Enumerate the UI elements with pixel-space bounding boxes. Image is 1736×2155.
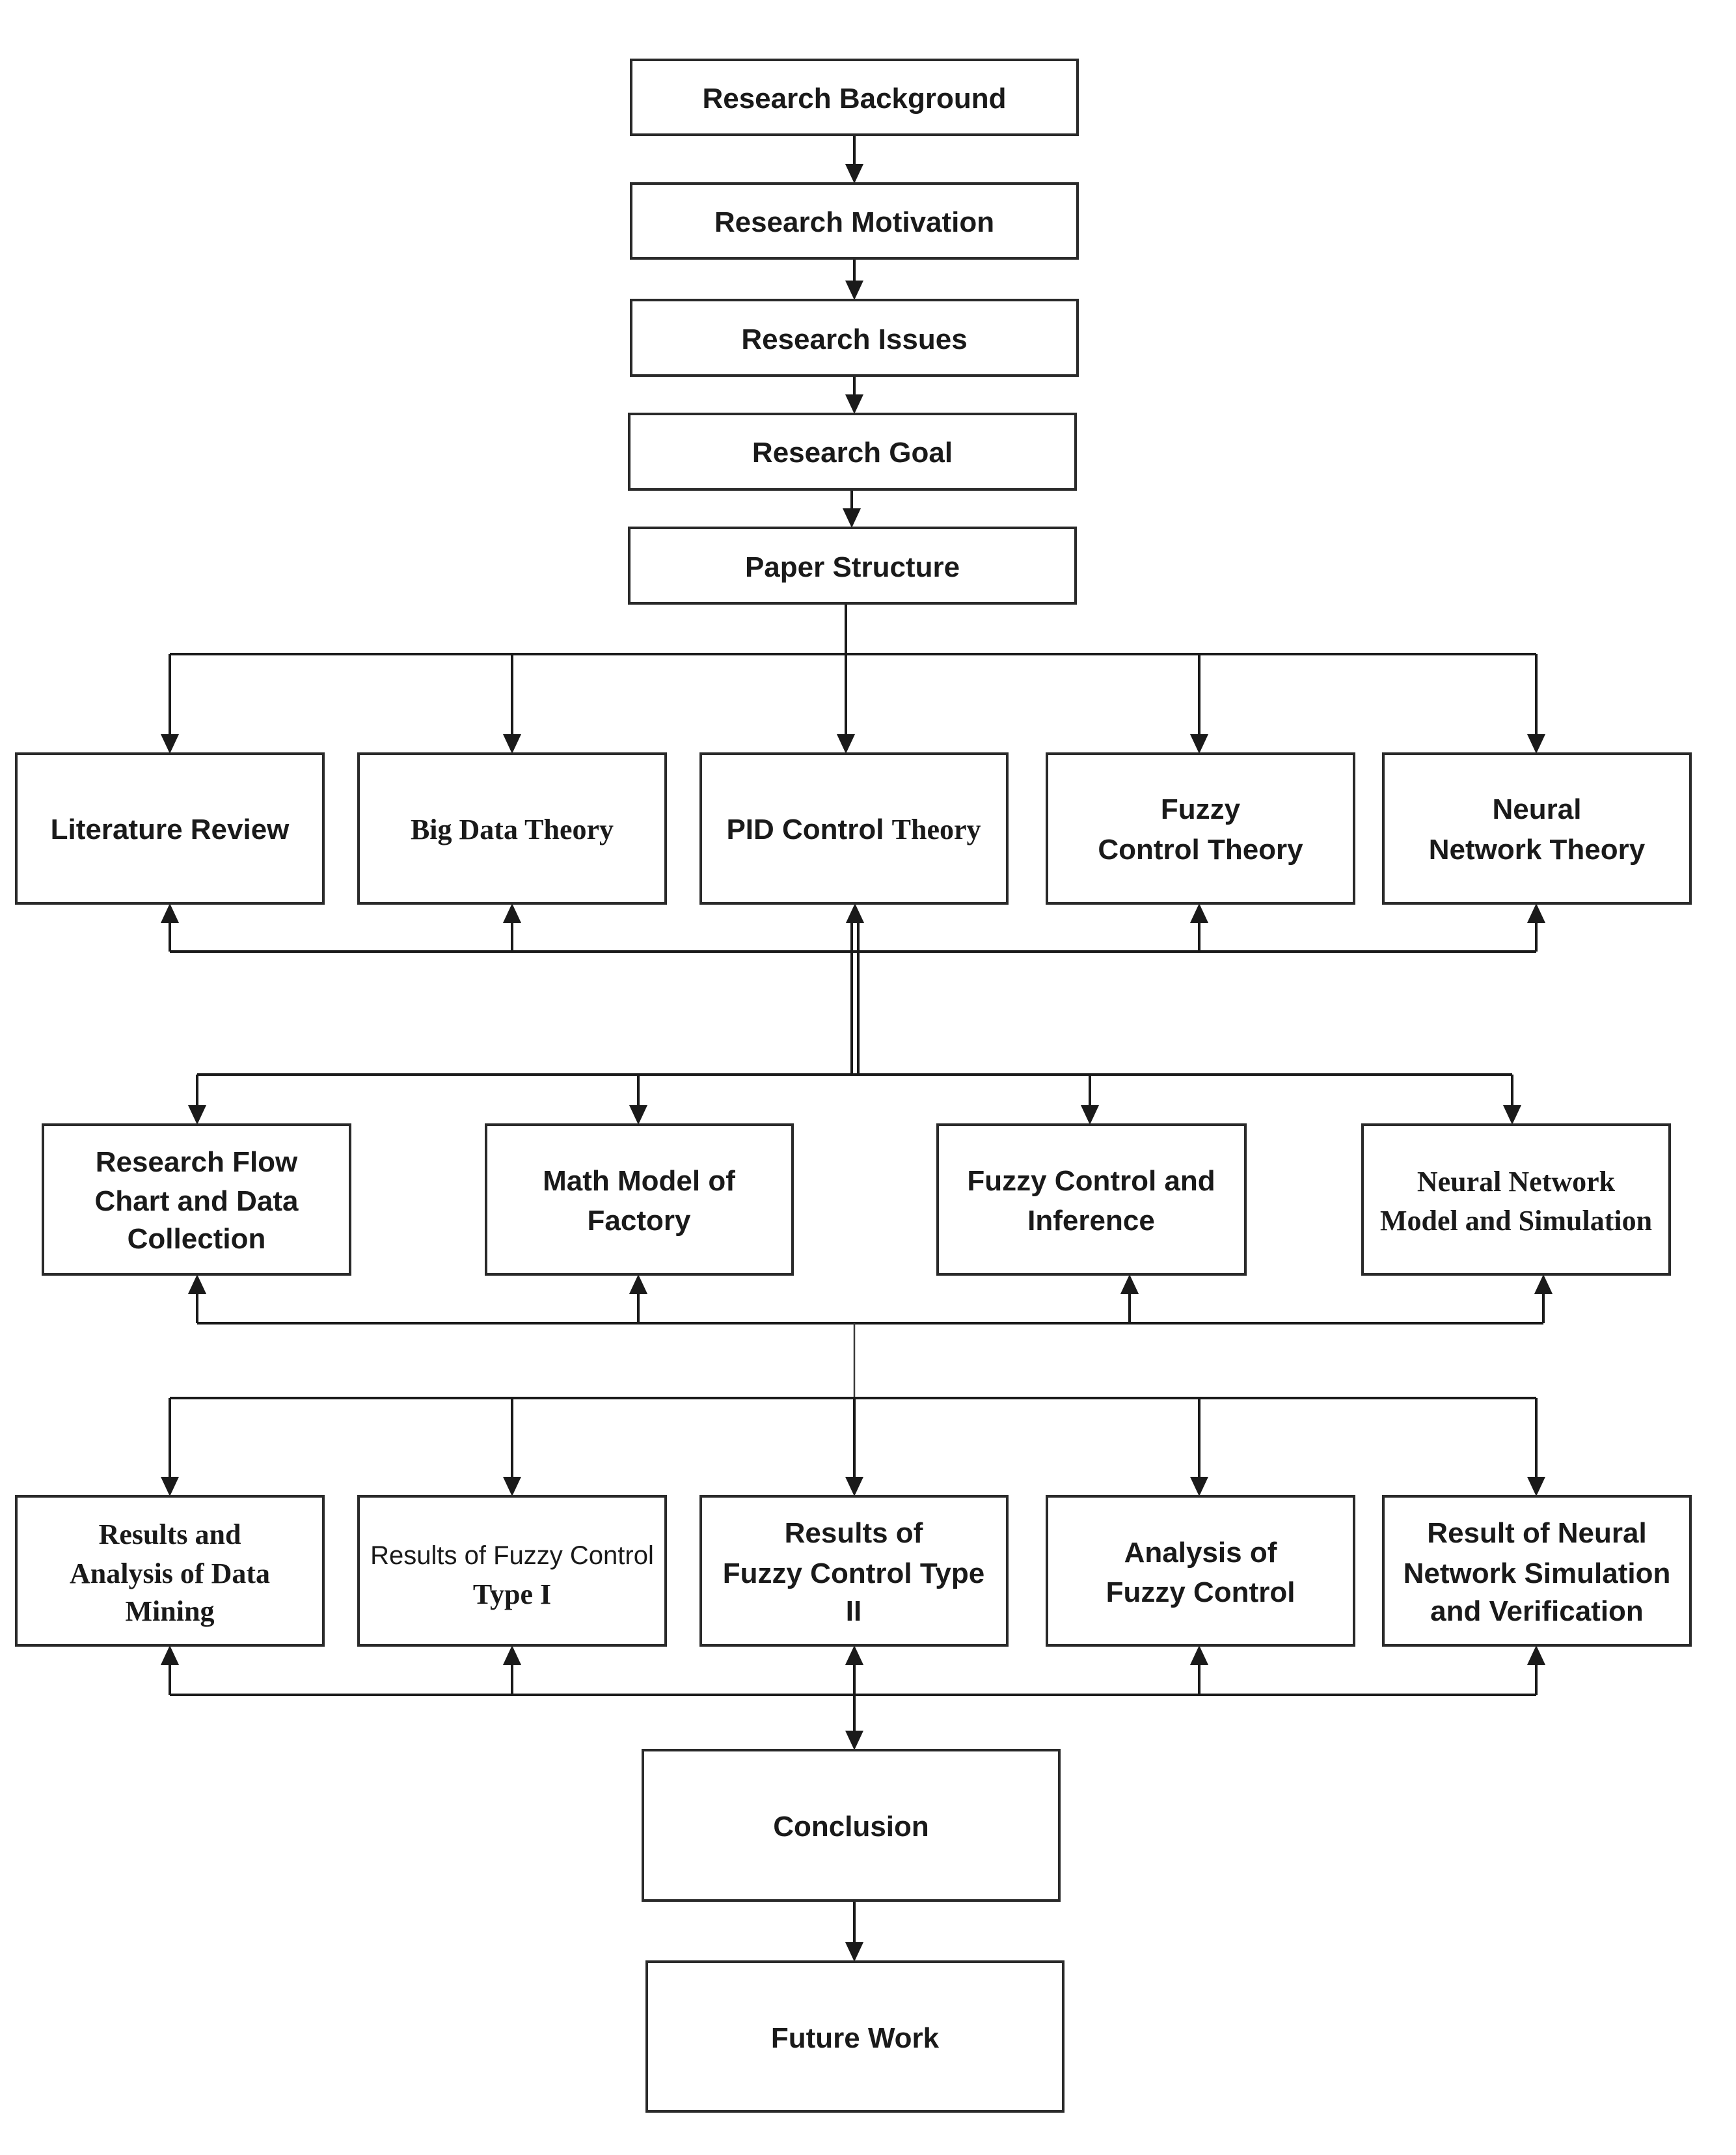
connectors	[161, 135, 1553, 1962]
node-research-goal: Research Goal	[628, 413, 1077, 491]
node-label-line: Results and	[99, 1518, 241, 1550]
node-label-line: II	[846, 1595, 861, 1627]
node-result-neural-network: Result of Neural Network Simulation and …	[1382, 1495, 1692, 1647]
node-label: Future Work	[771, 2022, 940, 2054]
node-pid-control-theory: PID Control Theory	[699, 752, 1009, 905]
node-big-data-theory: Big Data Theory	[357, 752, 667, 905]
node-label-line: Fuzzy Control and	[967, 1165, 1215, 1197]
node-fuzzy-control-inference: Fuzzy Control and Inference	[936, 1123, 1247, 1276]
node-analysis-fuzzy-control: Analysis of Fuzzy Control	[1046, 1495, 1355, 1647]
node-label-line: Control Theory	[1098, 834, 1303, 866]
node-label: Conclusion	[773, 1811, 929, 1843]
node-label-line: Analysis of	[1124, 1537, 1277, 1569]
node-label-line: Type I	[473, 1578, 551, 1610]
node-label-line: Network Theory	[1429, 834, 1646, 866]
node-label-line: Fuzzy Control Type	[723, 1558, 985, 1589]
node-label-line: Fuzzy Control	[1106, 1576, 1295, 1608]
node-label-line: and Verification	[1430, 1595, 1644, 1627]
node-label: PID Control Theory	[726, 814, 981, 845]
node-neural-network-model: Neural Network Model and Simulation	[1361, 1123, 1671, 1276]
node-label-line: Collection	[128, 1223, 266, 1255]
node-label: Literature Review	[51, 814, 290, 845]
node-label-line: Result of Neural	[1427, 1517, 1646, 1549]
node-results-fuzzy-type1: Results of Fuzzy Control Type I	[357, 1495, 667, 1647]
node-label: Paper Structure	[745, 551, 960, 583]
node-label-line: Analysis of Data	[70, 1558, 270, 1589]
node-label-line: Chart and Data	[95, 1185, 299, 1217]
node-research-issues: Research Issues	[630, 299, 1079, 377]
node-label: Research Motivation	[714, 206, 994, 238]
node-literature-review: Literature Review	[15, 752, 325, 905]
node-label: Research Background	[702, 83, 1006, 115]
node-label-line: Model and Simulation	[1380, 1205, 1652, 1237]
node-label-line: Factory	[588, 1205, 691, 1237]
node-math-model-factory: Math Model of Factory	[485, 1123, 794, 1276]
node-label-line: Mining	[126, 1595, 215, 1627]
node-conclusion: Conclusion	[642, 1749, 1061, 1902]
node-fuzzy-control-theory: Fuzzy Control Theory	[1046, 752, 1355, 905]
node-label-line: Math Model of	[543, 1165, 735, 1197]
node-label-line: Inference	[1027, 1205, 1155, 1237]
node-label: Big Data Theory	[411, 814, 614, 845]
pid-label-part2: Theory	[892, 814, 981, 845]
node-results-fuzzy-type2: Results of Fuzzy Control Type II	[699, 1495, 1009, 1647]
node-research-background: Research Background	[630, 59, 1079, 136]
node-neural-network-theory: Neural Network Theory	[1382, 752, 1692, 905]
node-label-line: Research Flow	[96, 1146, 298, 1178]
node-label-line: Network Simulation	[1404, 1558, 1671, 1589]
node-label-line: Results of Fuzzy Control	[370, 1541, 654, 1570]
node-label-line: Fuzzy	[1161, 793, 1241, 825]
node-paper-structure: Paper Structure	[628, 527, 1077, 605]
node-label-line: Results of	[785, 1517, 923, 1549]
node-label-line: Neural	[1493, 793, 1582, 825]
node-results-data-mining: Results and Analysis of Data Mining	[15, 1495, 325, 1647]
node-label-line: Neural Network	[1417, 1166, 1616, 1198]
node-research-motivation: Research Motivation	[630, 182, 1079, 260]
pid-label-part1: PID Control	[726, 814, 891, 845]
node-label: Research Goal	[752, 437, 953, 469]
node-label: Research Issues	[741, 323, 967, 355]
node-research-flow-chart: Research Flow Chart and Data Collection	[42, 1123, 351, 1276]
node-future-work: Future Work	[645, 1960, 1065, 2113]
